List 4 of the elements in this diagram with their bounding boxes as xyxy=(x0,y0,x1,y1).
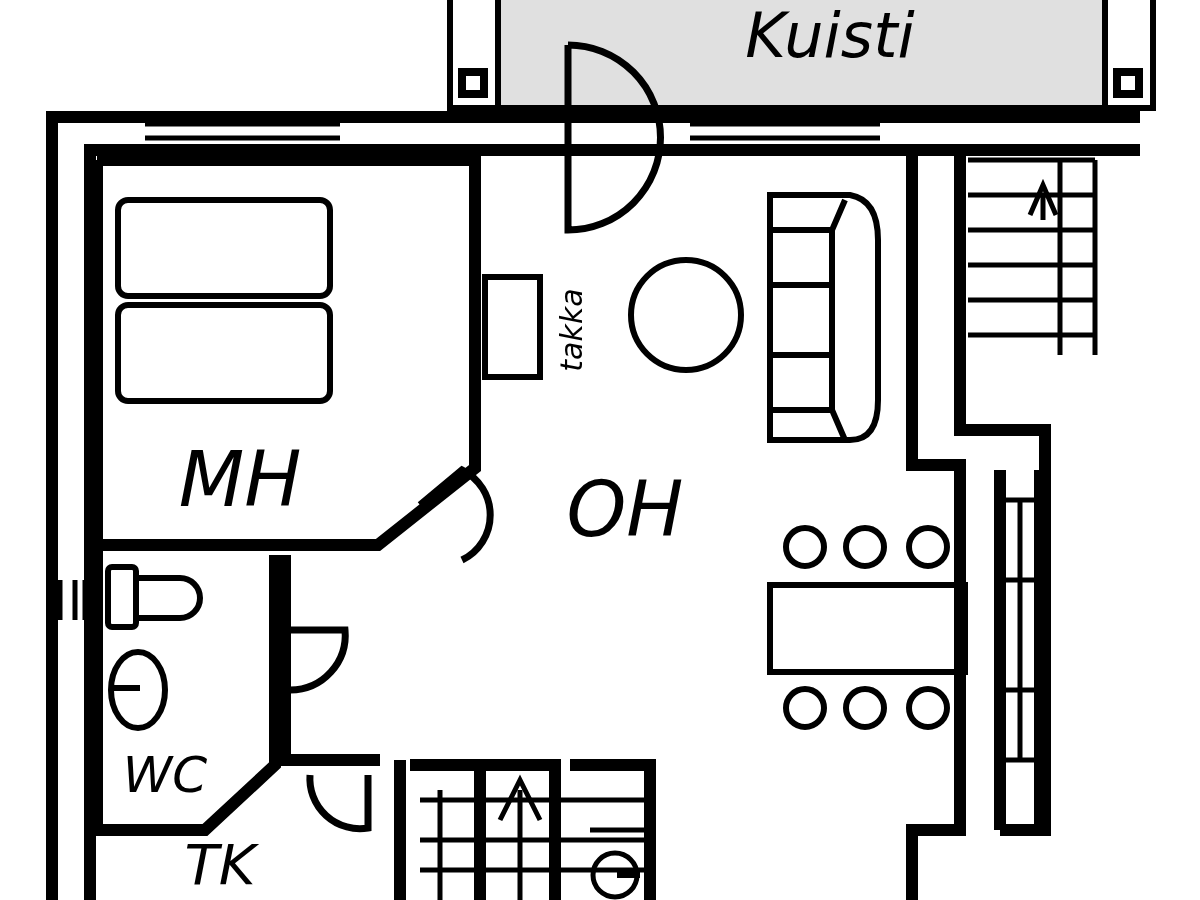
room-label: OH xyxy=(566,472,684,548)
room-label: MH xyxy=(178,442,302,518)
room-label: Kuisti xyxy=(745,5,915,67)
room-label: WC xyxy=(122,750,208,800)
